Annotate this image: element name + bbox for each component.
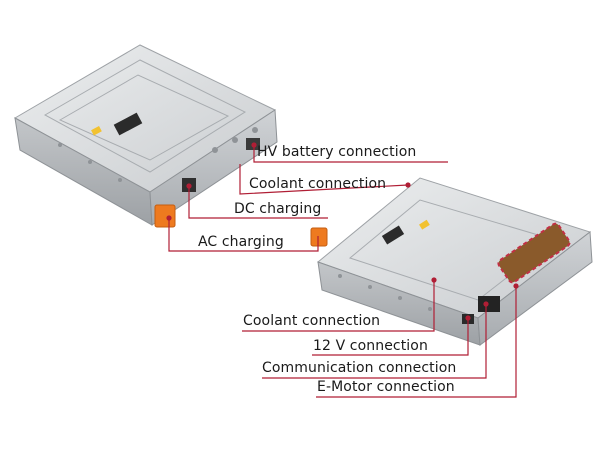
leader-12v (312, 318, 469, 356)
label-ac-charging: AC charging (198, 234, 284, 250)
leader-emotor (316, 286, 517, 398)
ac-charging-connector-left (154, 204, 176, 228)
communication-connector (478, 296, 500, 312)
unit-left-warning-sticker (91, 126, 102, 136)
label-12v-connection: 12 V connection (313, 338, 428, 354)
inverter-unit-left (13, 44, 278, 228)
unit-right-right-face (477, 231, 593, 346)
unit-left-right-face (149, 109, 278, 226)
emotor-terminal-block (497, 222, 571, 284)
leader-ac-charging (168, 218, 319, 252)
leader-coolant-top (239, 164, 409, 195)
label-hv-battery-connection: HV battery connection (257, 144, 417, 160)
label-dc-charging: DC charging (234, 201, 322, 217)
label-coolant-connection-bottom: Coolant connection (243, 313, 381, 329)
unit-left-top-face (13, 44, 277, 193)
leader-communication (262, 304, 487, 379)
ac-charging-connector-right (310, 227, 328, 247)
leader-dc-charging (188, 186, 328, 219)
unit-right-label-plate (381, 225, 405, 245)
leader-lines (168, 145, 517, 398)
leader-hv-battery (253, 145, 448, 163)
label-communication-connection: Communication connection (262, 360, 457, 376)
unit-right-warning-sticker (419, 219, 430, 230)
leader-coolant-bottom (242, 280, 435, 332)
leader-dots (166, 142, 519, 321)
unit-left-label-plate (113, 112, 143, 136)
label-coolant-connection-top: Coolant connection (249, 176, 387, 192)
label-emotor-connection: E-Motor connection (317, 379, 455, 395)
